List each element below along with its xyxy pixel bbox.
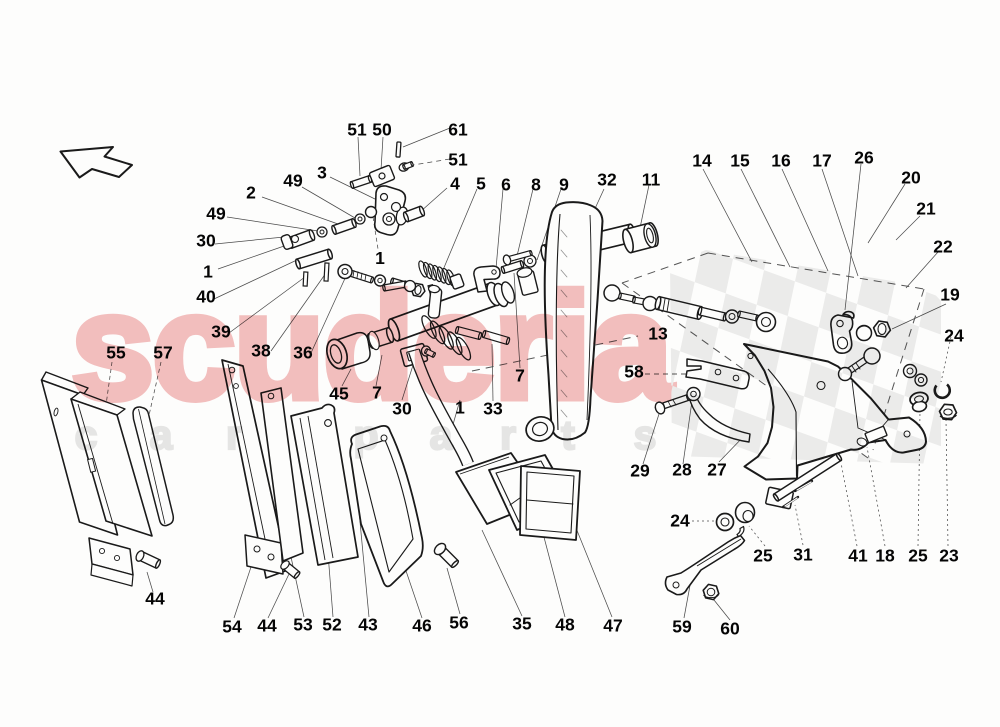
svg-text:27: 27 [707, 460, 726, 480]
svg-text:a: a [430, 412, 454, 458]
svg-text:16: 16 [771, 151, 791, 171]
svg-text:44: 44 [257, 616, 277, 636]
svg-text:24: 24 [670, 511, 690, 531]
svg-text:45: 45 [329, 384, 349, 404]
svg-text:26: 26 [854, 148, 874, 168]
svg-text:56: 56 [449, 613, 469, 633]
svg-text:49: 49 [283, 171, 303, 191]
svg-text:52: 52 [322, 615, 342, 635]
svg-text:2: 2 [246, 183, 256, 203]
svg-text:s: s [634, 412, 657, 458]
svg-text:c: c [75, 412, 98, 458]
svg-text:9: 9 [559, 175, 569, 195]
svg-text:23: 23 [939, 546, 959, 566]
svg-text:6: 6 [501, 175, 511, 195]
svg-text:29: 29 [630, 461, 650, 481]
svg-text:33: 33 [483, 399, 503, 419]
svg-text:28: 28 [672, 460, 692, 480]
svg-text:20: 20 [901, 168, 921, 188]
svg-text:55: 55 [106, 343, 126, 363]
svg-text:43: 43 [358, 615, 378, 635]
svg-text:1: 1 [203, 262, 213, 282]
svg-text:40: 40 [196, 287, 216, 307]
svg-text:scuderia: scuderia [71, 262, 674, 430]
svg-text:1: 1 [455, 398, 465, 418]
svg-text:8: 8 [531, 175, 541, 195]
svg-text:51: 51 [347, 120, 367, 140]
svg-text:41: 41 [848, 546, 868, 566]
svg-text:60: 60 [720, 619, 740, 639]
svg-text:r: r [500, 412, 516, 458]
svg-text:32: 32 [597, 170, 617, 190]
svg-text:59: 59 [672, 617, 692, 637]
svg-text:14: 14 [692, 151, 712, 171]
svg-text:30: 30 [392, 399, 412, 419]
svg-text:p: p [353, 412, 378, 458]
svg-text:57: 57 [153, 343, 172, 363]
svg-text:54: 54 [222, 617, 242, 637]
svg-text:58: 58 [624, 362, 644, 382]
svg-text:25: 25 [908, 546, 928, 566]
svg-text:7: 7 [372, 383, 382, 403]
svg-text:39: 39 [211, 322, 231, 342]
svg-text:46: 46 [412, 616, 432, 636]
svg-text:44: 44 [145, 589, 165, 609]
svg-text:t: t [561, 412, 575, 458]
svg-text:5: 5 [476, 174, 486, 194]
svg-text:50: 50 [372, 120, 392, 140]
svg-text:4: 4 [450, 174, 460, 194]
svg-text:a: a [150, 412, 174, 458]
svg-text:25: 25 [753, 546, 773, 566]
svg-text:3: 3 [317, 163, 327, 183]
svg-text:36: 36 [293, 343, 313, 363]
svg-text:19: 19 [940, 285, 960, 305]
svg-text:31: 31 [793, 545, 813, 565]
svg-text:11: 11 [642, 170, 661, 190]
svg-text:22: 22 [933, 237, 953, 257]
svg-text:1: 1 [375, 248, 385, 268]
svg-text:13: 13 [648, 324, 668, 344]
svg-text:53: 53 [293, 615, 313, 635]
svg-text:17: 17 [812, 151, 831, 171]
svg-text:15: 15 [730, 151, 750, 171]
svg-text:18: 18 [875, 546, 895, 566]
svg-text:49: 49 [206, 204, 226, 224]
svg-text:30: 30 [196, 231, 216, 251]
svg-text:21: 21 [916, 199, 936, 219]
svg-text:47: 47 [603, 616, 622, 636]
svg-text:7: 7 [515, 366, 525, 386]
svg-text:35: 35 [512, 614, 532, 634]
svg-text:r: r [226, 412, 242, 458]
svg-text:48: 48 [555, 615, 575, 635]
svg-text:61: 61 [448, 120, 468, 140]
svg-text:38: 38 [251, 341, 271, 361]
svg-text:24: 24 [944, 326, 964, 346]
svg-text:51: 51 [448, 150, 468, 170]
